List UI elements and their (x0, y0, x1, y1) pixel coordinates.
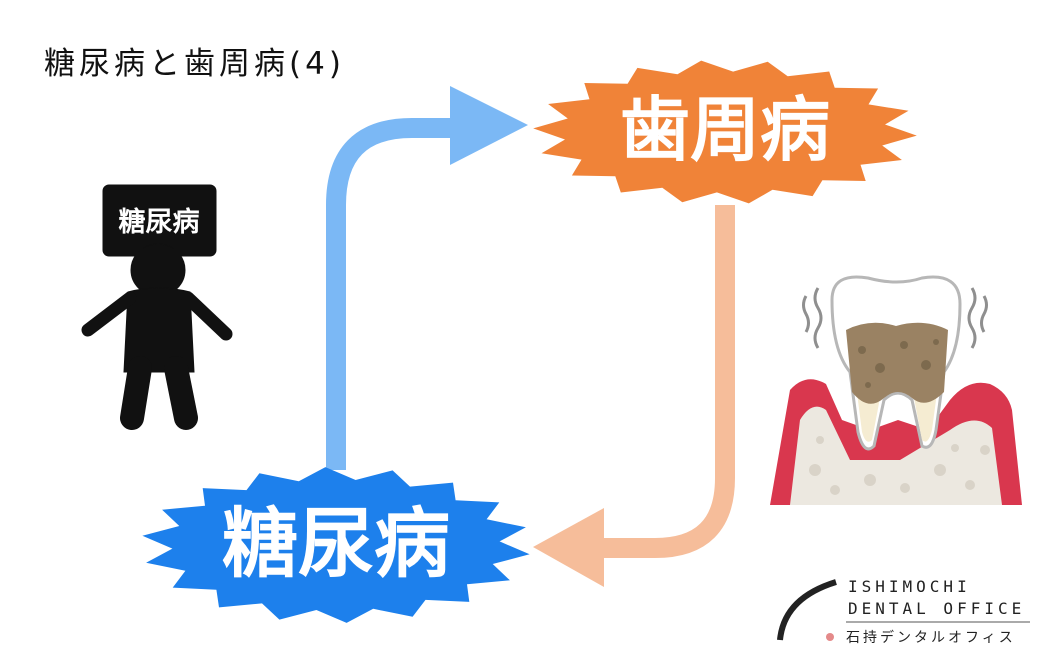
wobble-lines-right (967, 287, 988, 349)
logo-arc (777, 579, 837, 641)
figure-torso (123, 287, 195, 373)
burst-shape (533, 60, 917, 204)
figure-sign-label: 糖尿病 (119, 206, 200, 238)
figure-body (81, 184, 233, 430)
logo-line-3: 石持デンタルオフィス (846, 629, 1016, 646)
arrow-shaft (590, 205, 735, 558)
arrow-head (450, 86, 528, 165)
logo-dot (826, 633, 834, 641)
node-diabetes: 糖尿病 (142, 467, 530, 623)
arrow-shaft (326, 118, 458, 470)
periodontitis-tooth-icon (770, 275, 1022, 505)
bone (790, 406, 1002, 505)
figure-arm-left (81, 291, 137, 337)
bone-texture (809, 436, 990, 495)
logo-line-1: ISHIMOCHI (848, 577, 971, 596)
logo-line-2: DENTAL OFFICE (848, 599, 1025, 618)
node-diabetes-label: 糖尿病 (222, 499, 450, 588)
diabetes-figure: 糖尿病 (81, 184, 233, 430)
tartar-texture (858, 339, 939, 388)
arrow-periodontal-to-diabetes (533, 205, 735, 587)
node-periodontal-label: 歯周病 (620, 89, 830, 171)
clinic-logo: ISHIMOCHI DENTAL OFFICE 石持デンタルオフィス (777, 577, 1030, 646)
figure-arm-right (181, 291, 233, 341)
burst-shape (142, 467, 530, 623)
arrow-head (533, 508, 604, 587)
arrow-diabetes-to-periodontal (326, 86, 528, 470)
node-periodontal: 歯周病 (533, 60, 917, 204)
figure-leg-left (120, 356, 152, 430)
figure-leg-right (164, 356, 198, 430)
page-title: 糖尿病と歯周病(4) (44, 46, 345, 82)
tartar (846, 322, 948, 404)
wobble-lines-left (802, 287, 823, 349)
